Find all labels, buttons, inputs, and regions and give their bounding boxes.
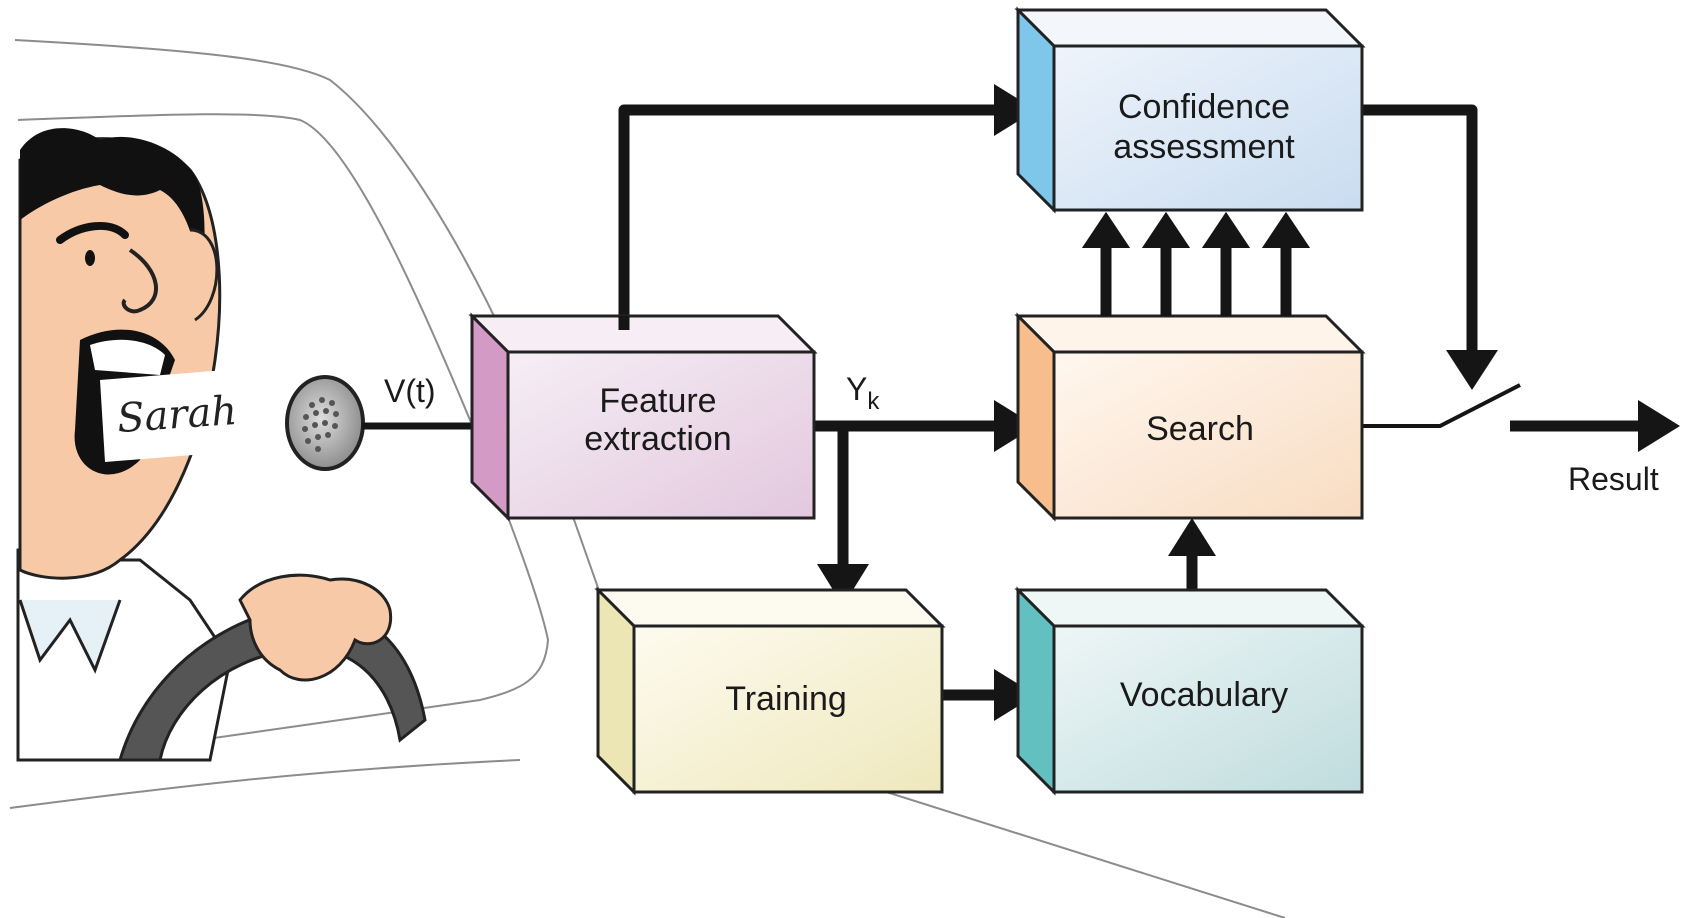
search-label: Search (1146, 410, 1254, 448)
search-box: Search (1014, 312, 1366, 522)
training-side (596, 586, 636, 796)
arrowhead-to-training (817, 564, 869, 606)
driver-illustration (16, 128, 427, 762)
driver-eye (85, 250, 95, 266)
arrowhead-to-vocabulary (994, 669, 1036, 721)
feature-vector-base: Y (846, 371, 867, 407)
speech-text: Sarah (116, 388, 239, 442)
speech-bubble: Sarah (100, 368, 255, 462)
confidence-label-line2: assessment (1113, 128, 1295, 166)
driver-hair (20, 128, 205, 280)
arrowhead-to-search (994, 400, 1036, 452)
search-side (1016, 312, 1056, 522)
confidence-assessment-box: Confidence assessment (1014, 6, 1366, 214)
driver-teeth (90, 339, 165, 375)
signal-label: V(t) (384, 373, 436, 409)
driver-ear (189, 228, 219, 322)
driver-hand (238, 573, 393, 682)
feature-side (470, 312, 510, 522)
feature-label-line1: Feature (599, 382, 716, 420)
vocabulary-side (1016, 586, 1056, 796)
switch (1362, 383, 1521, 428)
confidence-to-switch-line (1362, 104, 1478, 355)
training-box: Training (594, 586, 946, 796)
driver-collar (18, 599, 122, 674)
arrowhead-to-confidence (994, 84, 1036, 136)
vocabulary-box: Vocabulary (1014, 586, 1366, 796)
result-label: Result (1568, 461, 1659, 497)
feature-vector-label: Yk (846, 371, 880, 415)
vocabulary-label: Vocabulary (1120, 676, 1288, 714)
car-window-frame (17, 113, 550, 746)
driver-eyebrow (56, 221, 129, 244)
driver-nose (121, 248, 158, 314)
training-label: Training (725, 680, 847, 718)
arrowhead-to-switch (1446, 350, 1498, 390)
microphone-icon (285, 375, 365, 471)
car-body-line (9, 759, 521, 809)
confidence-side (1016, 6, 1056, 214)
feature-label-line2: extraction (584, 420, 731, 458)
arrowhead-result (1638, 400, 1680, 452)
feature-vector-subscript: k (867, 388, 880, 415)
arrowhead-vocab-to-search (1168, 518, 1216, 556)
car-door-line (879, 789, 1286, 918)
confidence-label-line1: Confidence (1118, 88, 1290, 126)
feature-to-confidence-line (618, 104, 1010, 330)
feature-extraction-box: Feature extraction (468, 312, 818, 522)
